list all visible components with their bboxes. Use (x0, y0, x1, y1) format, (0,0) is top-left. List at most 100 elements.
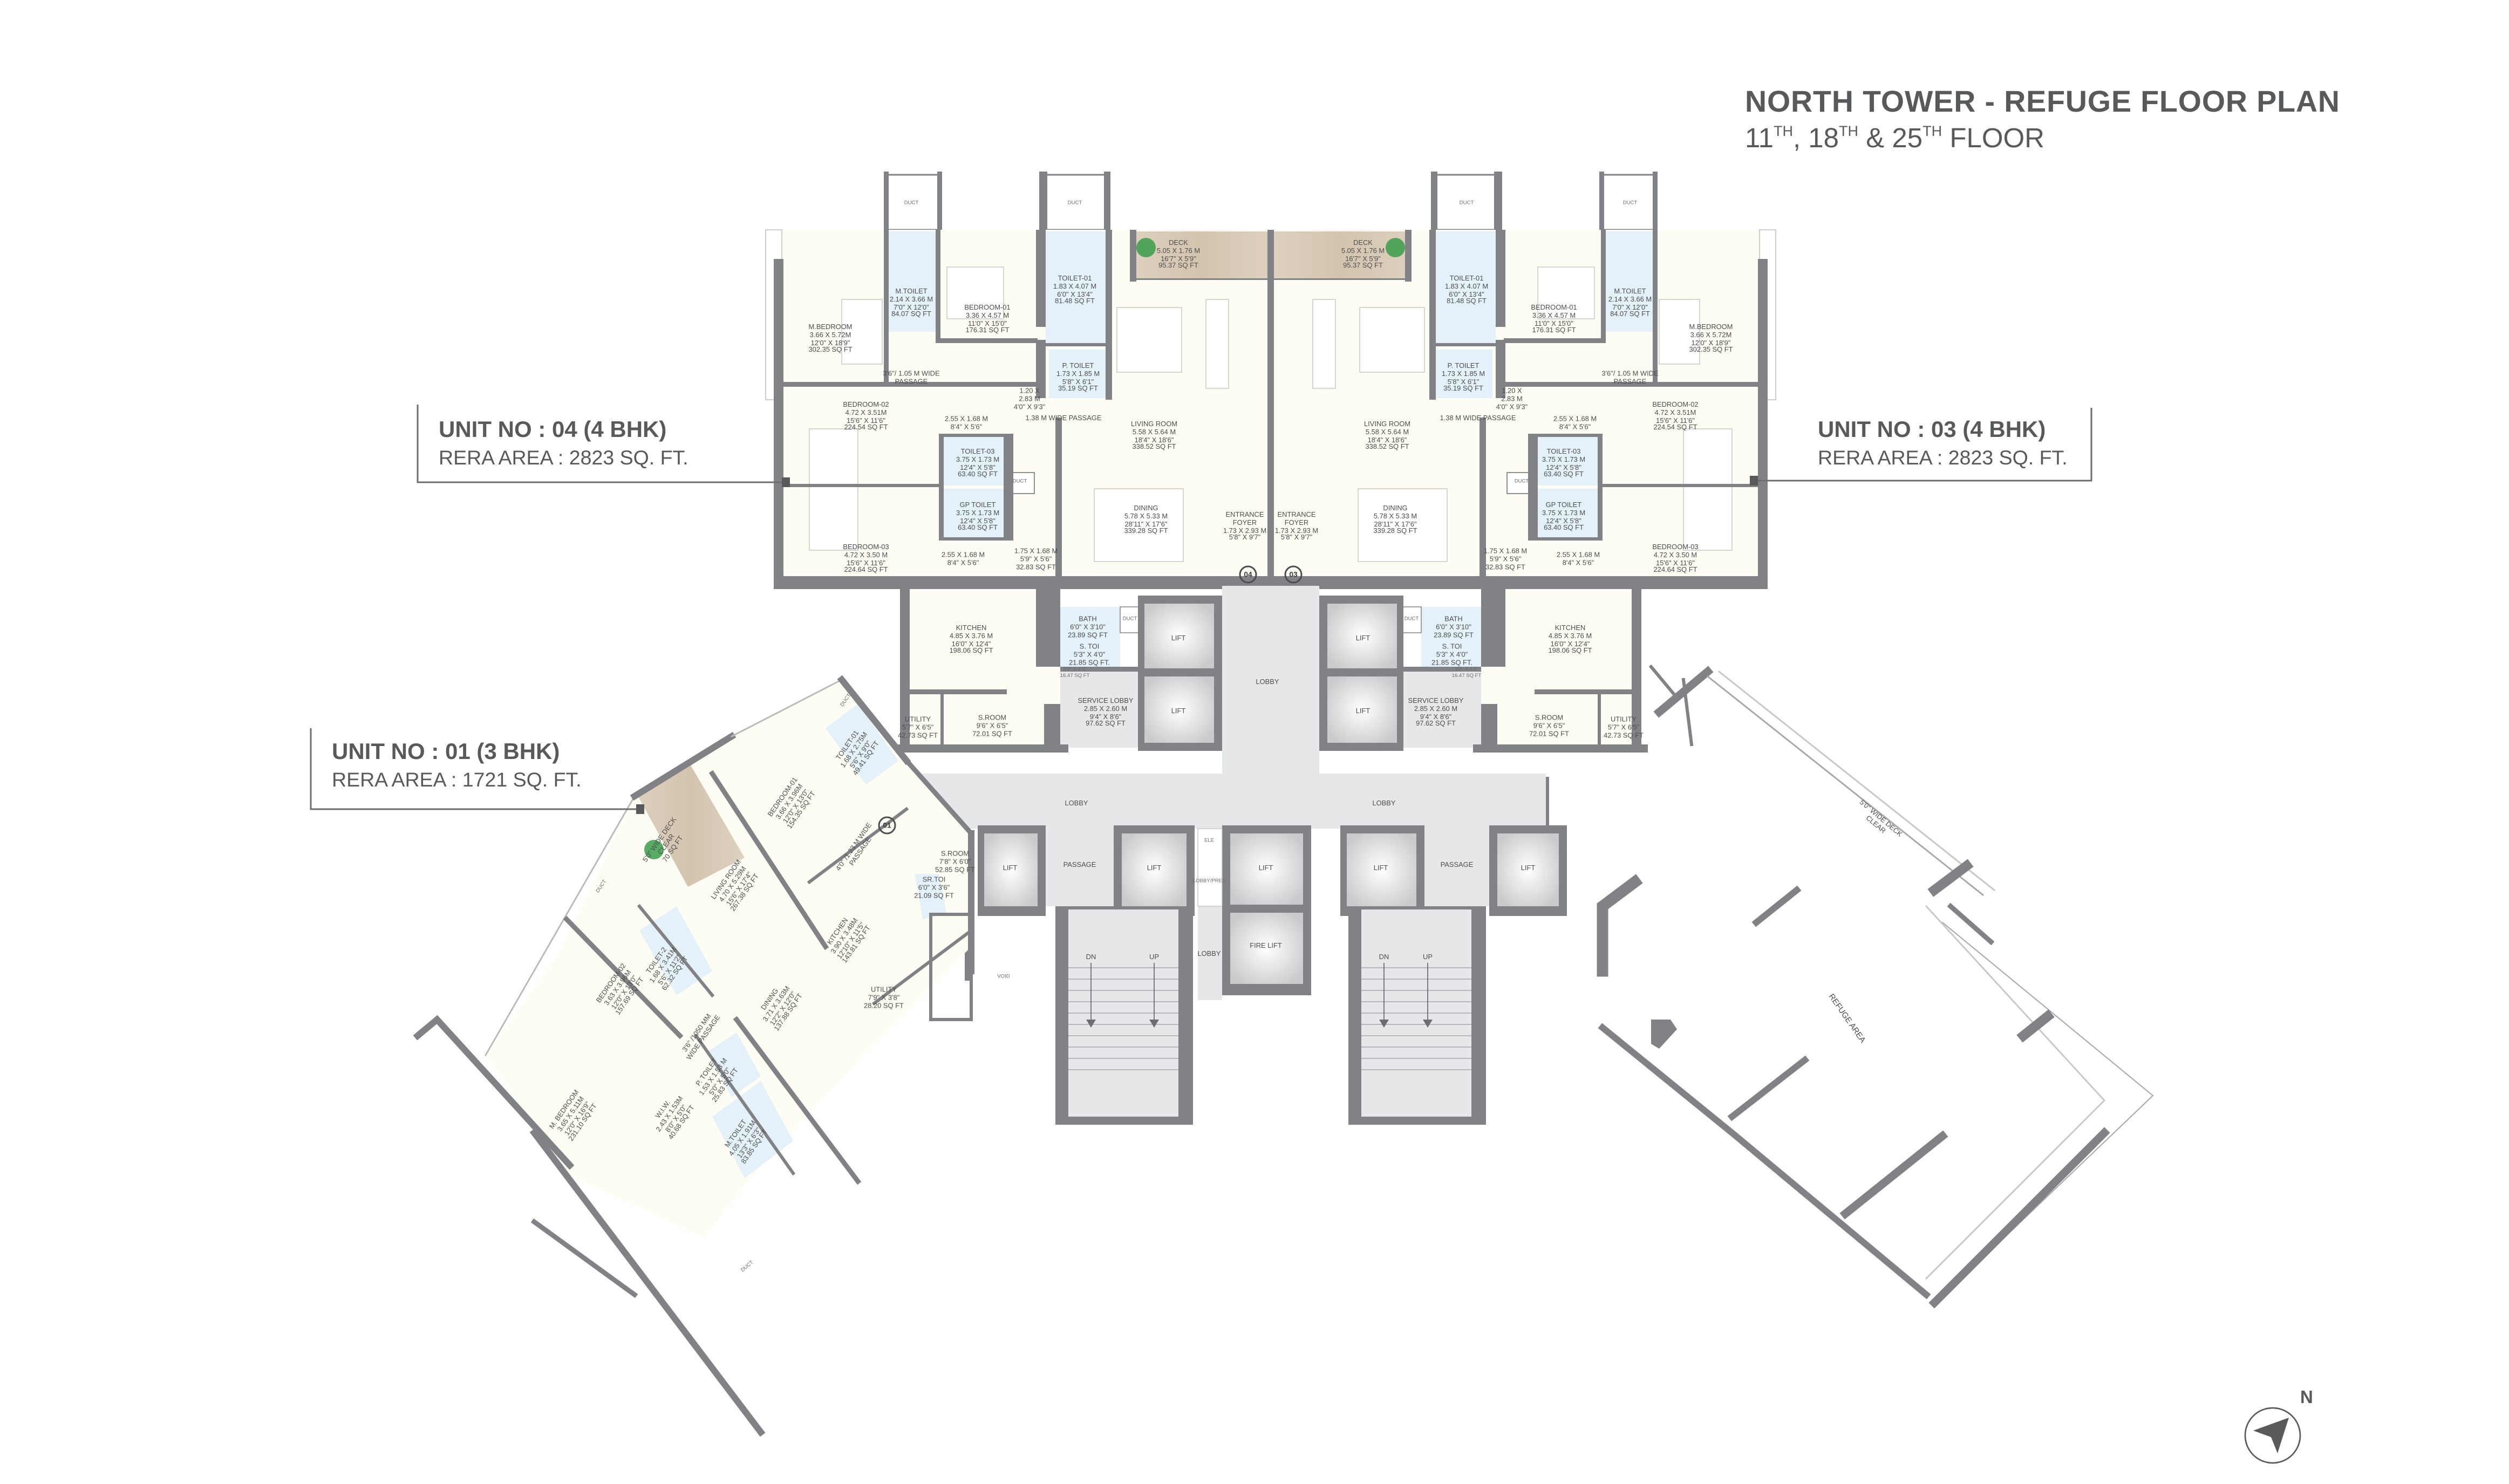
room-label-line: 84.07 SQ FT (891, 310, 931, 319)
room-label-line: 1.83 X 4.07 M (1444, 282, 1489, 290)
room-label-line: 21.85 SQ FT. (1431, 658, 1472, 666)
room-label-line: SERVICE LOBBY (1078, 696, 1134, 705)
room-label-line: BEDROOM-02 (843, 400, 889, 409)
room-label-line: 2.83 M (1501, 394, 1523, 402)
room-label-line: GP TOILET (1545, 501, 1582, 509)
unit-04-title: UNIT NO : 04 (4 BHK) (439, 416, 667, 442)
room-label-line: 1.73 X 1.85 M (1056, 369, 1100, 378)
unit-03-title: UNIT NO : 03 (4 BHK) (1818, 416, 2046, 442)
room-label-line: 9'6" X 6'5" (976, 721, 1008, 729)
lobby-core (858, 586, 1567, 1125)
room-label-line: UP (1423, 952, 1433, 961)
room-label-line: 1.20 X (1019, 386, 1040, 395)
room-label-line: 9'6" X 6'5" (1533, 721, 1565, 729)
room-label-line: 72.01 SQ FT (1529, 729, 1569, 737)
room-label-line: 2.83 M (1019, 394, 1040, 402)
room-label-line: 12'0" X 18'9" (1691, 338, 1731, 346)
room-label-line: 1.73 X 2.93 M (1223, 526, 1267, 534)
room-label-line: 16.47 SQ FT (1451, 672, 1482, 678)
room-label-line: 4.85 X 3.76 M (949, 631, 993, 640)
room-label-line: 9'4" X 8'6" (1420, 712, 1452, 720)
room-label-line: 6'0" X 3'10" (1436, 622, 1471, 631)
room-label-line: 176.31 SQ FT (965, 326, 1010, 335)
room-label-line: KITCHEN (1555, 624, 1586, 632)
room-label-line: 339.28 SQ FT (1373, 527, 1417, 536)
duct-label: DUCT (1405, 616, 1419, 623)
room-label-line: 8'4" X 5'6" (1559, 422, 1591, 430)
room-label-line: 7'0" X 12'0" (894, 303, 929, 311)
room-label-line: 6'0" X 13'4" (1449, 290, 1484, 298)
room-label-line: 8'4" X 5'6" (950, 422, 983, 430)
room-label-line: 2.55 X 1.68 M (941, 550, 985, 559)
1-38-m-wide-passage-label: 1.38 M WIDE PASSAGE (1026, 414, 1102, 423)
room-label-line: 5'8" X 6'1" (1447, 377, 1480, 385)
unit-number-badge-03: 03 (1284, 565, 1303, 584)
room-label-line: LIFT (1258, 863, 1273, 872)
room-label-line: FOYER (1232, 518, 1257, 526)
room-label-line: 16.47 SQ FT (1060, 672, 1090, 678)
room-label-line: DN (1086, 952, 1096, 961)
room-label-line: LOBBY (1372, 798, 1396, 807)
room-label-line: UTILITY (870, 985, 897, 994)
room-label-line: 63.40 SQ FT (1544, 524, 1584, 532)
lift-label: LIFT (1356, 707, 1371, 716)
unit-03-rera: RERA AREA : 2823 SQ. FT. (1818, 447, 2068, 469)
room-label-line: 5'9" X 5'6" (1489, 554, 1522, 563)
room-label-line: 32.83 SQ FT (1016, 562, 1056, 571)
room-label-line: BEDROOM-03 (843, 543, 889, 551)
room-label-line: S. TOI (1442, 642, 1462, 651)
dn-label: DN (1379, 953, 1389, 962)
room-label-line: 63.40 SQ FT (958, 524, 998, 532)
lobby-pres-label: LOBBY/PRES (1193, 878, 1226, 885)
room-label-line: TOILET-03 (1546, 447, 1581, 456)
room-label-line: 2.55 X 1.68 M (1553, 414, 1597, 423)
room-label-line: 11'0" X 15'0" (968, 319, 1007, 327)
room-label-line: 338.52 SQ FT (1132, 443, 1176, 452)
room-label-line: 11'0" X 15'0" (1535, 319, 1573, 327)
room-label-line: 15'6" X 11'6" (1656, 558, 1695, 566)
duct-label: DUCT (1013, 478, 1027, 485)
room-label-line: 1.20 X (1502, 386, 1522, 395)
duct-label: DUCT (1123, 616, 1137, 623)
room-label-line: LOBBY (1197, 949, 1221, 958)
room-label-line: LOBBY (1256, 677, 1279, 686)
duct-label: DUCT (904, 200, 919, 207)
room-label-line: 97.62 SQ FT (1086, 720, 1126, 728)
room-label-line: TOILET-01 (1058, 274, 1092, 283)
room-label-line: LIVING ROOM (1364, 420, 1410, 428)
room-label-line: 224.64 SQ FT (1653, 566, 1697, 575)
room-label-line: 15'6" X 11'6" (1656, 416, 1695, 424)
room-label-line: 3.66 X 5.72M (809, 330, 851, 339)
room-label-line: LIFT (1147, 863, 1162, 872)
room-label-line: 302.35 SQ FT (808, 346, 853, 354)
room-label-line: 5'8" X 6'1" (1062, 377, 1094, 385)
room-label-line: 16'7" X 5'9" (1345, 254, 1381, 262)
room-label-line: 12'4" X 5'8" (960, 463, 996, 471)
room-label-line: LIFT (1171, 633, 1186, 642)
room-label-line: 12'4" X 5'8" (960, 516, 996, 524)
room-label-line: 32.83 SQ FT (1485, 562, 1525, 571)
room-label-line: 224.54 SQ FT (1653, 423, 1697, 432)
room-label-line: 224.54 SQ FT (844, 423, 888, 432)
room-label-line: 35.19 SQ FT (1058, 385, 1098, 393)
room-label-line: 63.40 SQ FT (958, 470, 998, 479)
room-label-line: KITCHEN (956, 624, 987, 632)
duct-label: DUCT (1515, 478, 1529, 485)
room-label-line: 3'6"/ 1.05 M WIDE (1601, 369, 1659, 378)
unit-01-rera: RERA AREA : 1721 SQ. FT. (332, 769, 582, 791)
room-label-line: 72.01 SQ FT (972, 729, 1012, 737)
room-label-line: 4.72 X 3.51M (845, 408, 887, 416)
